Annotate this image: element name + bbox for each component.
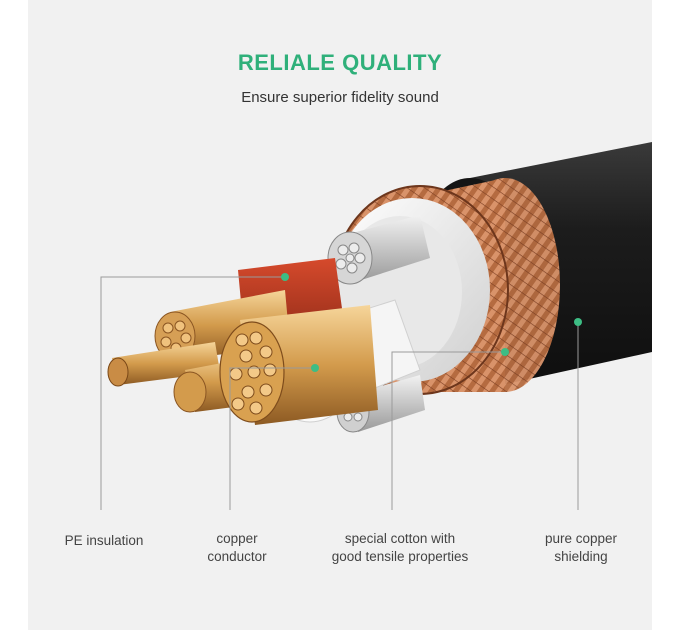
callout-label-line2: conductor (207, 549, 267, 564)
page-subtitle: Ensure superior fidelity sound (241, 89, 439, 106)
callout-label-line1: special cotton with (344, 531, 456, 546)
callout-label-line1: PE insulation (64, 533, 144, 548)
marker-dot (281, 273, 289, 281)
callout-label-line1: pure copper (544, 531, 618, 546)
marker-dot (501, 348, 509, 356)
copper-conductor (107, 290, 378, 425)
callout-label-line2: good tensile properties (331, 549, 469, 564)
page-title: RELIALE QUALITY (237, 50, 443, 75)
callout-markers (281, 273, 582, 372)
callout-lines (100, 276, 579, 510)
callout-pure-copper-shielding: pure copper shielding (526, 530, 636, 566)
callout-copper-conductor: copper conductor (192, 530, 282, 566)
marker-dot (574, 318, 582, 326)
callout-special-cotton: special cotton with good tensile propert… (315, 530, 485, 566)
callout-label-line2: shielding (554, 549, 608, 564)
marker-dot (311, 364, 319, 372)
silver-conductor-top (327, 215, 430, 285)
callout-pe-insulation: PE insulation (54, 532, 154, 550)
callout-label-line1: copper (216, 531, 258, 546)
